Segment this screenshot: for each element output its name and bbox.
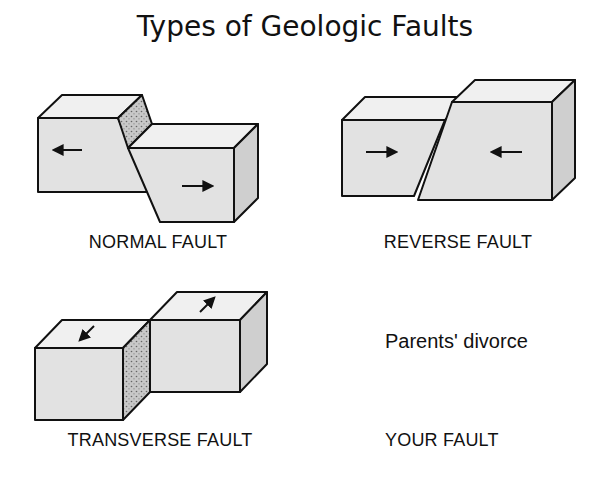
fault-label: TRANSVERSE FAULT	[68, 430, 253, 451]
fault-label: YOUR FAULT	[385, 430, 499, 451]
fault-label: REVERSE FAULT	[384, 232, 532, 253]
fault-label: NORMAL FAULT	[89, 232, 227, 253]
diagram-title: Types of Geologic Faults	[137, 10, 473, 43]
reverse-fault-blocks	[342, 80, 575, 200]
transverse-fault-blocks	[35, 292, 267, 420]
joke-label: Parents' divorce	[385, 330, 528, 353]
normal-fault-blocks	[38, 95, 258, 222]
